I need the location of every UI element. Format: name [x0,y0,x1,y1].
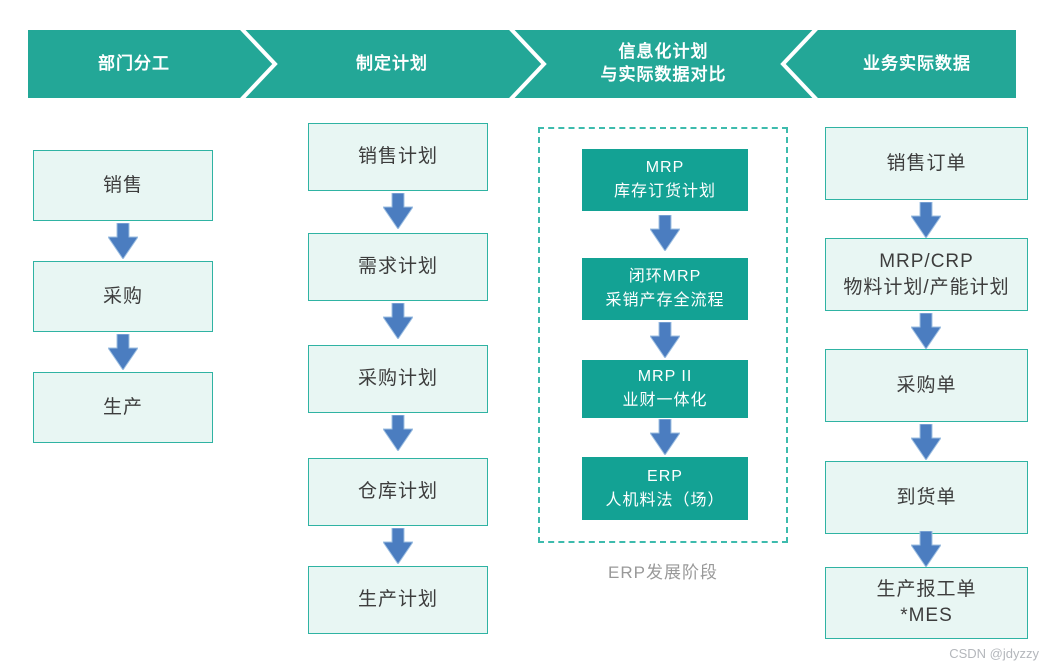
actual-box-purchase-order: 采购单 [825,349,1028,422]
box-label: 采购 [102,285,143,307]
header-label-line1: 信息化计划 [618,42,709,62]
box-label: 销售 [102,174,143,196]
dept-box-production: 生产 [33,372,213,443]
plan-box-sales-plan: 销售计划 [308,123,488,191]
plan-box-purchase-plan: 采购计划 [308,345,488,413]
down-arrow-icon [383,528,413,564]
down-arrow-icon [911,531,941,567]
down-arrow-icon [911,424,941,460]
down-arrow-icon [383,303,413,339]
actual-box-arrival-order: 到货单 [825,461,1028,534]
erp-stage-box-closed-loop-mrp: 闭环MRP 采销产存全流程 [582,258,748,320]
down-arrow-icon [650,322,680,358]
erp-stage-box-erp: ERP 人机料法（场） [582,457,748,520]
erp-stages-dashed-container [538,127,788,543]
erp-stage-box-mrp2: MRP II 业财一体化 [582,360,748,418]
actual-box-sales-order: 销售订单 [825,127,1028,200]
box-line2: 采销产存全流程 [605,292,725,309]
actual-box-production-report-mes: 生产报工单 *MES [825,567,1028,639]
header-label: 部门分工 [98,53,170,73]
erp-stage-box-mrp: MRP 库存订货计划 [582,149,748,211]
box-label: 需求计划 [357,256,438,277]
header-label: 业务实际数据 [863,53,971,73]
box-label: 仓库计划 [357,481,438,502]
box-line1: 闭环MRP [628,268,702,285]
chevron-right-separator-icon [509,30,547,98]
down-arrow-icon [108,223,138,259]
box-line1: MRP/CRP [879,250,974,272]
box-line2: 业财一体化 [622,392,708,409]
chevron-left-separator-icon [780,30,818,98]
down-arrow-icon [383,415,413,451]
plan-box-demand-plan: 需求计划 [308,233,488,301]
header-segment-actual-data: 业务实际数据 [818,30,1016,98]
box-line1: 采购单 [896,374,957,396]
down-arrow-icon [108,334,138,370]
header-band [28,30,1016,98]
watermark: CSDN @jdyzzy [949,646,1039,661]
box-line1: MRP II [637,368,693,385]
erp-stages-caption: ERP发展阶段 [608,563,718,582]
header-segment-departments: 部门分工 [28,30,240,98]
plan-box-production-plan: 生产计划 [308,566,488,634]
down-arrow-icon [650,215,680,251]
box-label: 生产 [102,396,143,418]
down-arrow-icon [383,193,413,229]
box-label: 生产计划 [357,589,438,610]
box-line2: *MES [900,605,953,626]
down-arrow-icon [911,313,941,349]
box-line1: ERP [647,467,683,485]
box-line1: 到货单 [896,486,957,508]
dept-box-sales: 销售 [33,150,213,221]
header-segment-planning: 制定计划 [275,30,509,98]
header-labels: 部门分工 制定计划 信息化计划 与实际数据对比 业务实际数据 [28,30,1016,98]
down-arrow-icon [650,419,680,455]
box-line1: 销售订单 [886,152,967,174]
box-line1: 生产报工单 [876,579,977,600]
actual-box-mrp-crp: MRP/CRP 物料计划/产能计划 [825,238,1028,311]
box-label: 销售计划 [357,146,438,167]
box-label: 采购计划 [357,368,438,389]
box-line2: 库存订货计划 [613,183,716,200]
header-label: 制定计划 [356,53,428,73]
box-line1: MRP [645,159,685,176]
header-segment-it-plan-vs-actual: 信息化计划 与实际数据对比 [544,30,783,98]
box-line2: 人机料法（场） [605,491,725,509]
plan-box-warehouse-plan: 仓库计划 [308,458,488,526]
down-arrow-icon [911,202,941,238]
chevron-right-separator-icon [240,30,278,98]
box-line2: 物料计划/产能计划 [843,276,1010,298]
dept-box-purchasing: 采购 [33,261,213,332]
header-label-line2: 与实际数据对比 [600,65,727,84]
